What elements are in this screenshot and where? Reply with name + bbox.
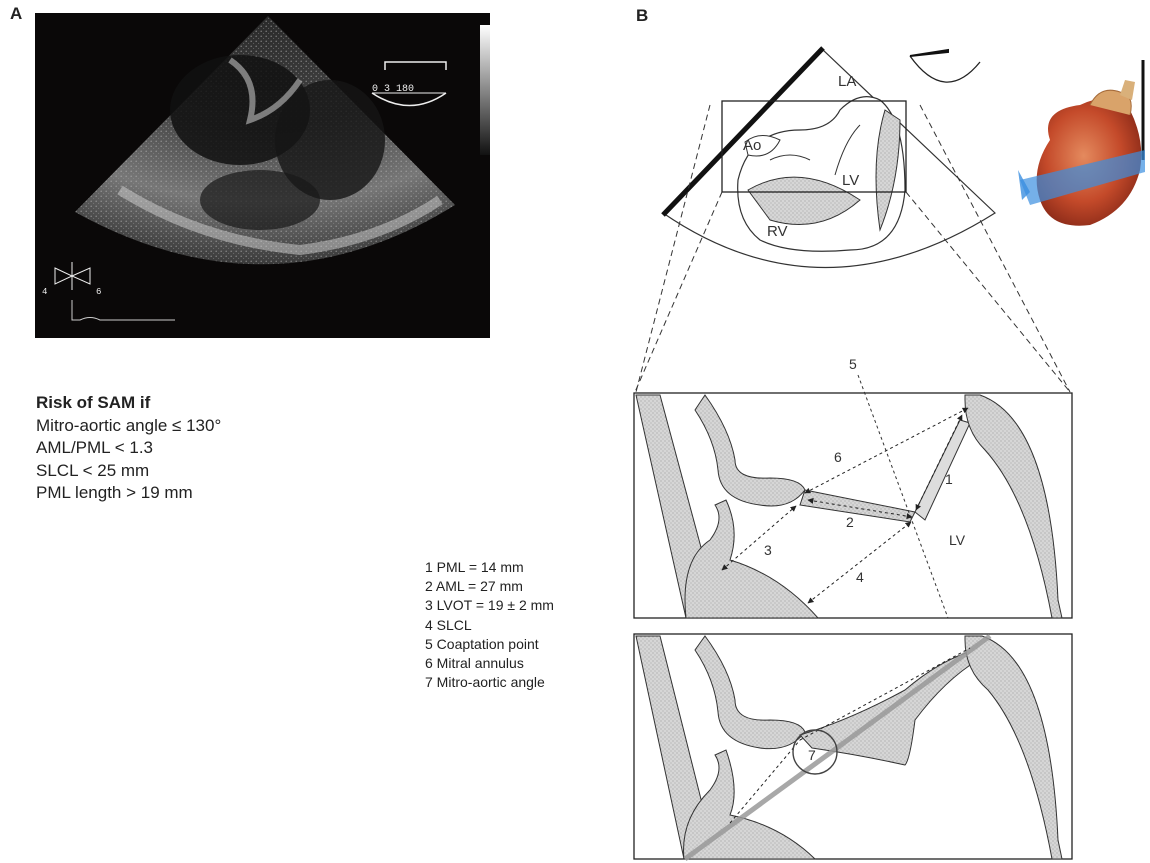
label-ao: Ao — [743, 137, 761, 154]
risk-line: SLCL < 25 mm — [36, 460, 221, 483]
risk-line: Mitro-aortic angle ≤ 130° — [36, 415, 221, 438]
heart-illustration — [1018, 60, 1145, 226]
measure-label-6: 6 — [834, 449, 842, 465]
risk-line: AML/PML < 1.3 — [36, 437, 221, 460]
measure-label-4: 4 — [856, 569, 864, 585]
measure-label-5: 5 — [849, 356, 857, 372]
measure-label-1: 1 — [945, 471, 953, 487]
legend-item: 4 SLCL — [425, 616, 554, 635]
zoom-panel-angle — [634, 634, 1072, 859]
orientation-marker-left: 4 — [42, 287, 47, 297]
label-rv: RV — [767, 223, 788, 240]
legend-item: 1 PML = 14 mm — [425, 558, 554, 577]
risk-criteria: Risk of SAM if Mitro-aortic angle ≤ 130°… — [36, 392, 221, 505]
zoom-panel-measurements — [634, 375, 1072, 618]
measurement-legend: 1 PML = 14 mm 2 AML = 27 mm 3 LVOT = 19 … — [425, 558, 554, 692]
measure-label-3: 3 — [764, 542, 772, 558]
tee-sector-schematic — [635, 48, 1070, 392]
legend-item: 3 LVOT = 19 ± 2 mm — [425, 596, 554, 615]
measure-label-2: 2 — [846, 514, 854, 530]
orientation-marker-right: 6 — [96, 287, 101, 297]
legend-item: 2 AML = 27 mm — [425, 577, 554, 596]
legend-item: 6 Mitral annulus — [425, 654, 554, 673]
risk-heading: Risk of SAM if — [36, 392, 221, 415]
angle-indicator-icon — [910, 50, 980, 82]
echo-image: 0 3 180 4 6 — [35, 13, 490, 338]
legend-item: 7 Mitro-aortic angle — [425, 673, 554, 692]
risk-line: PML length > 19 mm — [36, 482, 221, 505]
label-la: LA — [838, 73, 856, 90]
zoom-label-lv: LV — [949, 532, 966, 548]
echo-scale-readout: 0 3 180 — [372, 84, 414, 95]
measure-label-7: 7 — [808, 747, 816, 763]
label-lv: LV — [842, 172, 859, 189]
legend-item: 5 Coaptation point — [425, 635, 554, 654]
